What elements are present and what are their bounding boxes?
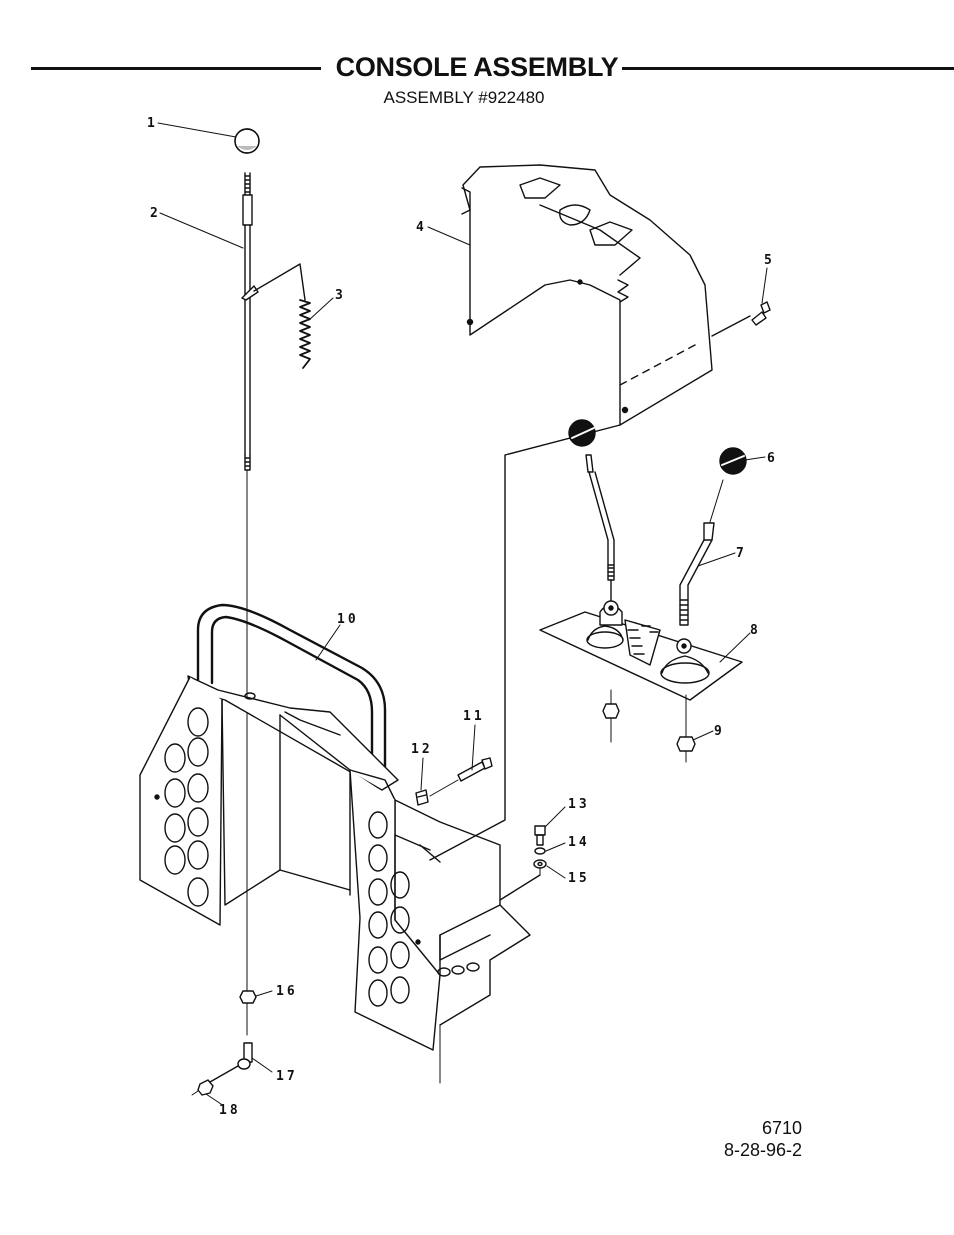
callout-8: 8 — [750, 623, 761, 638]
leader-lines — [157, 122, 768, 1105]
part-2-rod — [241, 172, 259, 1036]
callout-5: 5 — [764, 253, 775, 268]
callout-18: 18 — [219, 1103, 241, 1118]
title-rule-right — [612, 67, 954, 70]
callout-6: 6 — [767, 451, 778, 466]
callout-7: 7 — [736, 546, 747, 561]
callout-1: 1 — [147, 116, 158, 131]
callout-10: 10 — [337, 612, 359, 627]
part-17-ball-joint — [209, 1042, 253, 1083]
part-3-spring — [253, 263, 311, 369]
callout-15: 15 — [568, 871, 590, 886]
callout-labels: 1 2 3 4 5 6 7 8 9 10 11 12 13 14 15 16 1… — [147, 116, 778, 1118]
part-7-levers — [585, 454, 724, 626]
callout-2: 2 — [150, 206, 161, 221]
title-rule-left — [31, 67, 321, 70]
callout-9: 9 — [714, 724, 725, 739]
date-code: 8-28-96-2 — [723, 1140, 802, 1160]
part-6-lever-knobs — [568, 419, 747, 475]
part-12-clip-nut — [415, 789, 429, 806]
callout-11: 11 — [463, 709, 485, 724]
callout-14: 14 — [568, 835, 590, 850]
part-4-console-cover — [429, 164, 751, 861]
part-16-nut — [239, 990, 257, 1004]
assembly-number: ASSEMBLY #922480 — [383, 88, 545, 107]
part-18-nut — [191, 1079, 214, 1096]
part-5-screw — [751, 301, 771, 326]
callout-13: 13 — [568, 797, 590, 812]
part-10-frame — [139, 603, 531, 1084]
callout-16: 16 — [276, 984, 298, 999]
drawing-number: 6710 — [761, 1118, 802, 1138]
callout-17: 17 — [276, 1069, 298, 1084]
part-13-15-fasteners — [499, 825, 547, 901]
part-11-bolt — [429, 757, 493, 797]
part-1-knob — [234, 128, 260, 154]
part-8-control-plate — [539, 600, 743, 763]
part-9-nuts — [602, 703, 696, 752]
callout-3: 3 — [335, 288, 346, 303]
callout-12: 12 — [411, 742, 433, 757]
page-title: CONSOLE ASSEMBLY — [0, 52, 954, 83]
callout-4: 4 — [416, 220, 427, 235]
